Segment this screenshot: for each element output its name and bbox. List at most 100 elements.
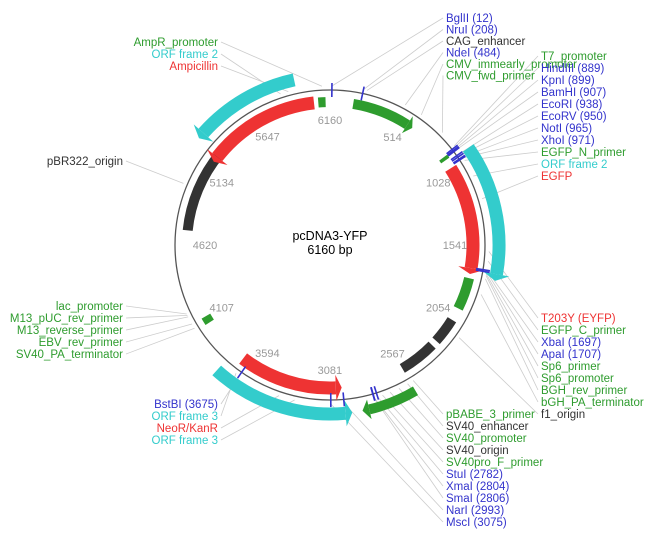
tick-label: 514	[383, 132, 401, 144]
feature-label: XhoI (971)	[541, 135, 595, 147]
tick-label: 3594	[255, 348, 279, 360]
feature-label: SV40_origin	[446, 445, 509, 457]
restriction-site-mark	[360, 86, 365, 101]
feature-label: BglII (12)	[446, 13, 493, 25]
feature-label: pBR322_origin	[47, 156, 123, 168]
feature-label: EGFP_N_primer	[541, 147, 626, 159]
label-leader-line	[125, 315, 188, 319]
misc-feature-2054-arc	[432, 317, 457, 345]
egfp-feature-arc	[445, 164, 480, 270]
egfp-feature-arc-arrowhead	[458, 266, 484, 274]
label-leader-line	[343, 403, 444, 511]
feature-label: NarI (2993)	[446, 505, 504, 517]
restriction-site-mark	[370, 387, 376, 401]
feature-label: ORF frame 2	[152, 49, 218, 61]
feature-label: SV40_enhancer	[446, 421, 529, 433]
label-leader-line	[404, 52, 444, 106]
label-leader-line	[125, 160, 184, 184]
cmv-enhancer-arc	[352, 98, 411, 129]
label-leader-line	[458, 337, 539, 415]
feature-label: f1_origin	[541, 409, 585, 421]
restriction-site-mark	[451, 152, 464, 162]
feature-label: SV40_promoter	[446, 433, 527, 445]
feature-label: XmaI (2804)	[446, 481, 509, 493]
tick-label: 5647	[255, 132, 279, 144]
orf-frame3-arc-arrowhead	[344, 400, 353, 427]
tick-label: 4107	[209, 303, 233, 315]
label-leader-line	[125, 305, 187, 315]
feature-label: lac_promoter	[56, 301, 123, 313]
restriction-site-mark	[475, 267, 491, 272]
feature-label: SmaI (2806)	[446, 493, 509, 505]
label-leader-line	[485, 275, 539, 379]
tick-label: 5134	[210, 177, 234, 189]
sv40-promoter-arc	[399, 341, 436, 373]
feature-label: CAG_enhancer	[446, 36, 525, 48]
restriction-site-mark	[452, 154, 466, 164]
feature-label: ORF frame 3	[152, 411, 218, 423]
feature-label: SV40_PA_terminator	[16, 349, 123, 361]
restriction-site-mark	[447, 146, 460, 157]
label-leader-line	[125, 327, 195, 355]
label-leader-line	[125, 323, 193, 343]
feature-label: ORF frame 3	[152, 435, 218, 447]
label-leader-line	[454, 67, 539, 148]
feature-label: CMV_fwd_primer	[446, 71, 535, 83]
restriction-site-mark	[450, 151, 463, 161]
pbr322-origin-arc	[182, 150, 224, 231]
label-leader-line	[454, 55, 539, 147]
label-leader-line	[420, 63, 444, 116]
feature-label: StuI (2782)	[446, 469, 503, 481]
feature-label: KpnI (899)	[541, 75, 595, 87]
label-leader-line	[486, 270, 539, 343]
tick-label: 1028	[426, 178, 450, 190]
site-marks	[236, 83, 491, 408]
feature-label: bGH_PA_terminator	[541, 397, 644, 409]
label-leader-line	[480, 294, 539, 403]
feature-label: T203Y (EYFP)	[541, 313, 616, 325]
tick-label: 1541	[443, 240, 467, 252]
t7-promoter-arc	[439, 154, 450, 164]
label-leader-line	[373, 397, 444, 499]
label-leader-line	[331, 17, 444, 87]
label-leader-line	[363, 29, 444, 90]
neor-kanr-arc-arrowhead	[335, 374, 342, 401]
feature-label: Ampicillin	[169, 61, 218, 73]
label-leader-line	[486, 271, 539, 355]
restriction-site-mark	[453, 155, 466, 165]
feature-label: EGFP	[541, 171, 573, 183]
feature-label: M13_pUC_rev_primer	[10, 313, 123, 325]
feature-label: EcoRV (950)	[541, 111, 607, 123]
orf-frame2-right-arc-arrowhead	[483, 271, 510, 281]
feature-label: SV40pro_F_primer	[446, 457, 543, 469]
feature-label: NdeI (484)	[446, 48, 501, 60]
feature-label: EcoRI (938)	[541, 99, 603, 111]
sv40-pa-terminator-arc	[201, 313, 214, 326]
tick-label: 4620	[193, 240, 217, 252]
feature-label: Sp6_promoter	[541, 373, 614, 385]
tick-label: 3081	[318, 365, 342, 377]
feature-label: MscI (3075)	[446, 517, 507, 529]
feature-label: NruI (208)	[446, 25, 498, 37]
ampicillin-arc	[212, 96, 315, 162]
feature-label: AmpR_promoter	[134, 37, 219, 49]
sv40-origin-arc	[368, 386, 419, 415]
cmv-enhancer-arc-arrowhead	[401, 116, 413, 134]
tick-label: 6160	[318, 115, 342, 127]
feature-label: NotI (965)	[541, 123, 592, 135]
label-leader-line	[377, 396, 444, 475]
restriction-site-mark	[446, 144, 459, 155]
bgh-pa-terminator-arc	[453, 276, 474, 311]
restriction-site-mark	[236, 366, 247, 379]
restriction-site-mark	[342, 392, 346, 407]
plasmid-name: pcDNA3-YFP	[292, 229, 367, 243]
label-leader-line	[485, 273, 539, 367]
feature-arcs	[182, 73, 510, 427]
label-leader-line	[220, 41, 323, 87]
label-leader-line	[330, 403, 444, 523]
feature-label: BGH_rev_primer	[541, 385, 627, 397]
feature-label: EGFP_C_primer	[541, 325, 626, 337]
label-leader-line	[456, 91, 539, 150]
